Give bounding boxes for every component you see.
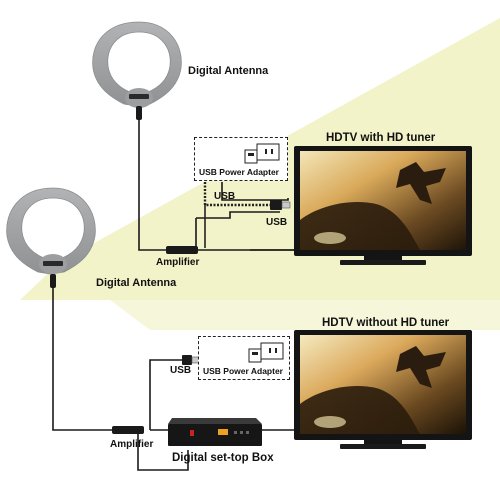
adapter-top-label: USB Power Adapter: [199, 167, 279, 177]
usb-top-label-a: USB: [214, 191, 236, 202]
set-top-box-icon: [168, 418, 262, 446]
tv-bottom-title: HDTV without HD tuner: [322, 317, 450, 329]
power-plug-icon: [244, 143, 280, 164]
antenna-top-icon: [92, 21, 182, 120]
usb-power-adapter-top: USB Power Adapter: [194, 137, 288, 181]
usb-top-label-b: USB: [266, 217, 288, 228]
antenna-bottom-icon: [6, 187, 96, 288]
adapter-bottom-label: USB Power Adapter: [203, 366, 283, 376]
usb-bottom-label: USB: [170, 365, 192, 376]
amplifier-top-label: Amplifier: [156, 257, 200, 268]
usb-power-adapter-bottom: USB Power Adapter: [198, 336, 290, 380]
tv-top-title: HDTV with HD tuner: [326, 132, 436, 144]
amplifier-bottom-label: Amplifier: [110, 439, 154, 450]
hdtv-bottom-icon: [294, 330, 472, 449]
amplifier-top-icon: [166, 246, 198, 254]
antenna-top-label: Digital Antenna: [188, 65, 269, 77]
yellow-band-lower: [110, 300, 500, 330]
usb-plug-top-icon: [270, 200, 282, 210]
hdtv-top-icon: [294, 146, 472, 265]
set-top-box-label: Digital set-top Box: [172, 452, 274, 464]
amplifier-bottom-icon: [112, 426, 144, 434]
usb-plug-bottom-icon: [182, 355, 192, 365]
power-plug-icon: [248, 342, 284, 363]
antenna-bottom-label: Digital Antenna: [96, 277, 177, 289]
